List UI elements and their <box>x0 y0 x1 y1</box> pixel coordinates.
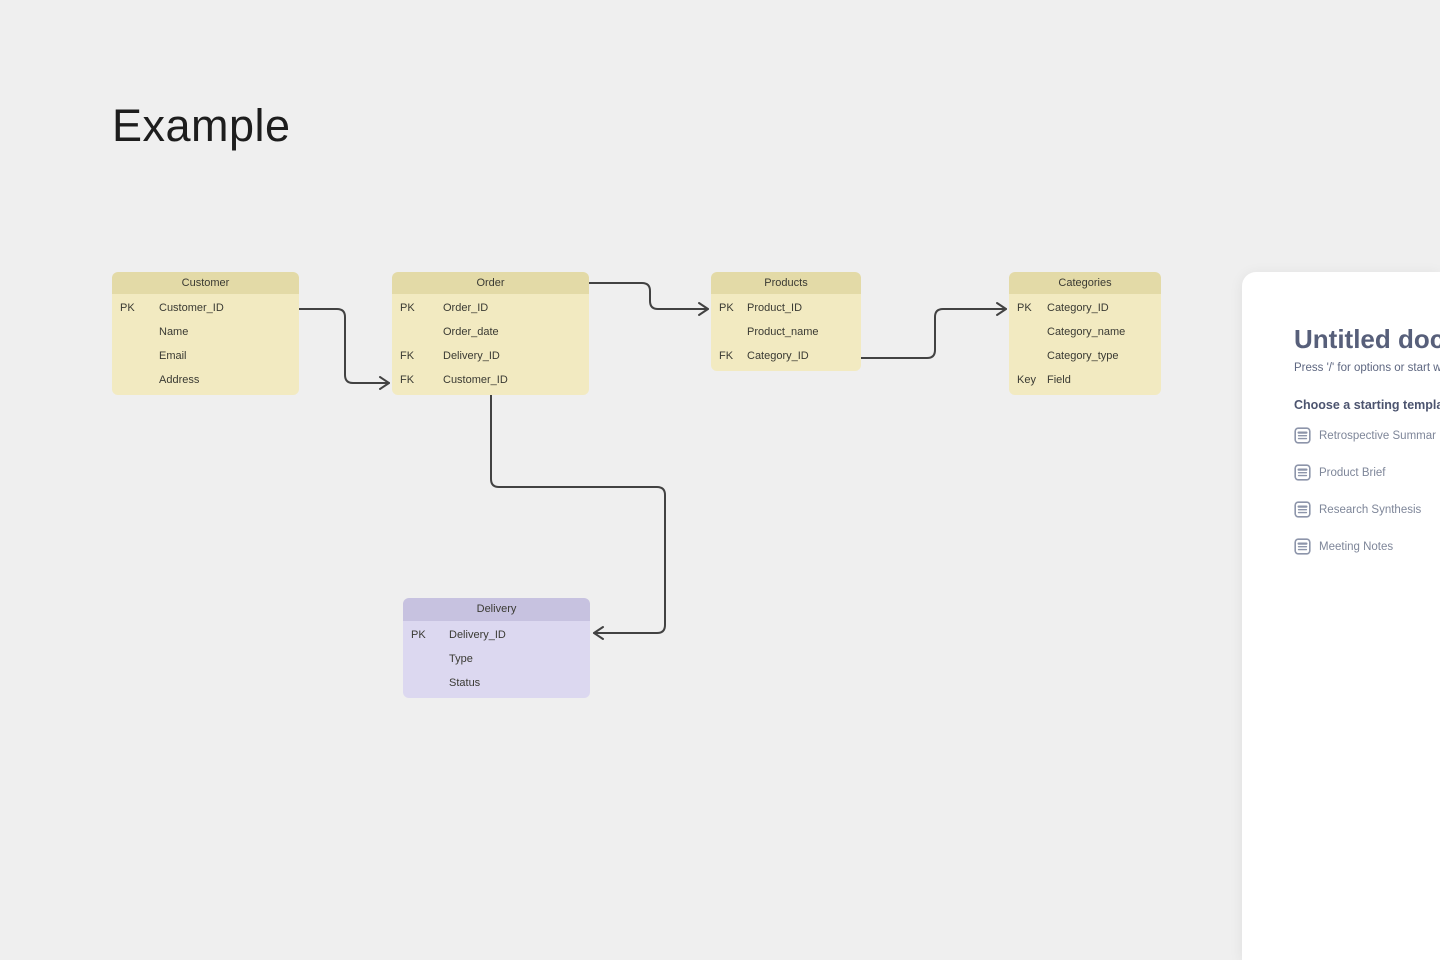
table-title[interactable]: Delivery <box>403 598 590 621</box>
er-table-order[interactable]: Order PK Order_ID Order_date FK Delivery… <box>392 272 589 395</box>
row-field: Address <box>159 374 200 386</box>
row-field: Customer_ID <box>443 374 508 386</box>
row-key <box>403 647 449 671</box>
document-icon <box>1294 427 1311 444</box>
doc-hint-placeholder: Press '/' for options or start w <box>1294 362 1440 374</box>
row-key: PK <box>400 302 415 314</box>
row-key <box>112 344 159 368</box>
row-field: Name <box>159 326 189 338</box>
table-body: PK Order_ID Order_date FK Delivery_ID FK… <box>392 294 589 395</box>
table-row[interactable]: PK Product_ID <box>711 296 861 320</box>
row-field: Status <box>449 677 481 689</box>
table-row[interactable]: FK Category_ID <box>711 344 861 368</box>
row-key: PK <box>1017 302 1032 314</box>
doc-panel[interactable]: Untitled doc Press '/' for options or st… <box>1242 272 1440 960</box>
row-key: Key <box>1017 374 1036 386</box>
row-key: PK <box>120 302 135 314</box>
table-body: PK Customer_ID Name Email Address <box>112 294 299 395</box>
connector-order-products[interactable] <box>588 282 709 316</box>
template-label: Research Synthesis <box>1319 503 1422 516</box>
row-key: FK <box>400 374 415 386</box>
row-field: Delivery_ID <box>449 629 506 641</box>
templates-heading: Choose a starting templa <box>1294 398 1440 412</box>
row-field: Type <box>449 653 473 665</box>
template-label: Retrospective Summar <box>1319 429 1436 442</box>
template-list: Retrospective Summar Product Brief <box>1294 427 1440 555</box>
table-row[interactable]: PK Customer_ID <box>112 296 299 320</box>
table-row[interactable]: Category_type <box>1009 344 1161 368</box>
table-row[interactable]: Status <box>403 671 590 695</box>
document-icon <box>1294 538 1311 555</box>
er-table-categories[interactable]: Categories PK Category_ID Category_name … <box>1009 272 1161 395</box>
row-field: Email <box>159 350 187 362</box>
table-row[interactable]: Name <box>112 320 299 344</box>
row-field: Product_name <box>747 326 819 338</box>
row-key <box>1009 344 1047 368</box>
row-key <box>711 320 747 344</box>
table-row[interactable]: Type <box>403 647 590 671</box>
table-title[interactable]: Products <box>711 272 861 294</box>
er-table-customer[interactable]: Customer PK Customer_ID Name Email Addre… <box>112 272 299 395</box>
template-item-meeting-notes[interactable]: Meeting Notes <box>1294 538 1440 555</box>
row-field: Customer_ID <box>159 302 224 314</box>
table-row[interactable]: Email <box>112 344 299 368</box>
row-field: Field <box>1047 374 1071 386</box>
row-field: Order_date <box>443 326 499 338</box>
table-row[interactable]: FK Customer_ID <box>392 368 589 392</box>
row-field: Category_name <box>1047 326 1126 338</box>
table-body: PK Product_ID Product_name FK Category_I… <box>711 294 861 371</box>
table-row[interactable]: Address <box>112 368 299 392</box>
row-key: PK <box>411 629 426 641</box>
document-icon <box>1294 464 1311 481</box>
row-field: Category_ID <box>747 350 809 362</box>
table-title[interactable]: Customer <box>112 272 299 294</box>
table-body: PK Delivery_ID Type Status <box>403 621 590 698</box>
row-key: FK <box>719 350 734 362</box>
row-key <box>1009 320 1047 344</box>
table-body: PK Category_ID Category_name Category_ty… <box>1009 294 1161 395</box>
connector-products-categories[interactable] <box>860 302 1007 359</box>
board-title[interactable]: Example <box>112 100 291 151</box>
row-key <box>112 320 159 344</box>
doc-title[interactable]: Untitled doc <box>1294 324 1440 354</box>
table-title[interactable]: Categories <box>1009 272 1161 294</box>
table-row[interactable]: PK Order_ID <box>392 296 589 320</box>
document-icon <box>1294 501 1311 518</box>
template-item-research-synthesis[interactable]: Research Synthesis <box>1294 501 1440 518</box>
er-table-delivery[interactable]: Delivery PK Delivery_ID Type Status <box>403 598 590 698</box>
table-row[interactable]: FK Delivery_ID <box>392 344 589 368</box>
row-key <box>112 368 159 392</box>
table-row[interactable]: Key Field <box>1009 368 1161 392</box>
row-field: Category_ID <box>1047 302 1109 314</box>
template-label: Product Brief <box>1319 466 1386 479</box>
row-key: FK <box>400 350 415 362</box>
row-key: PK <box>719 302 734 314</box>
template-item-product-brief[interactable]: Product Brief <box>1294 464 1440 481</box>
row-field: Product_ID <box>747 302 803 314</box>
table-row[interactable]: Product_name <box>711 320 861 344</box>
table-title[interactable]: Order <box>392 272 589 294</box>
row-field: Delivery_ID <box>443 350 500 362</box>
row-key <box>403 671 449 695</box>
doc-panel-content: Untitled doc Press '/' for options or st… <box>1242 272 1440 555</box>
row-field: Category_type <box>1047 350 1119 362</box>
table-row[interactable]: Order_date <box>392 320 589 344</box>
table-row[interactable]: PK Delivery_ID <box>403 623 590 647</box>
table-row[interactable]: Category_name <box>1009 320 1161 344</box>
template-label: Meeting Notes <box>1319 540 1394 553</box>
row-field: Order_ID <box>443 302 489 314</box>
table-row[interactable]: PK Category_ID <box>1009 296 1161 320</box>
row-key <box>392 320 443 344</box>
template-item-retrospective-summary[interactable]: Retrospective Summar <box>1294 427 1440 444</box>
connector-customer-order[interactable] <box>298 308 390 390</box>
er-table-products[interactable]: Products PK Product_ID Product_name FK C… <box>711 272 861 371</box>
